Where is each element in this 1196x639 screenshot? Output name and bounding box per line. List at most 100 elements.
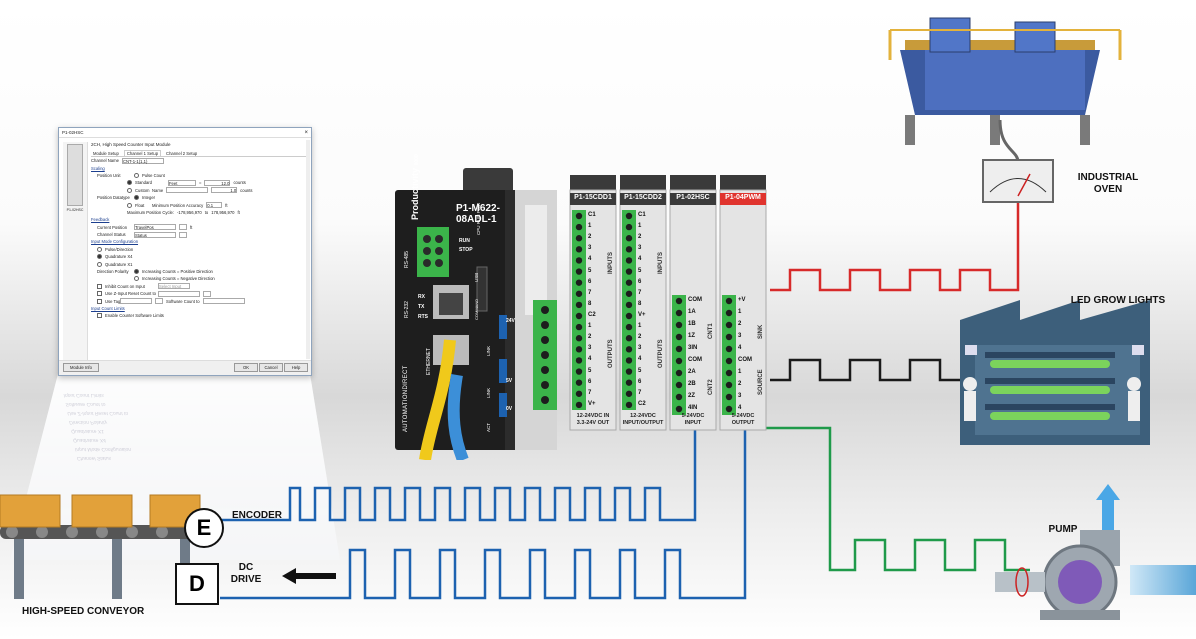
module-footer-line: 5-24VDC [731, 413, 755, 419]
module-header [570, 193, 616, 205]
led-run: RUN [476, 214, 481, 225]
custom-count-input[interactable]: 1.0 [211, 187, 238, 194]
terminal-screw [575, 379, 583, 386]
max-range-unit: ft [237, 209, 240, 215]
use-tag-checkbox[interactable] [97, 298, 102, 304]
cpu-act-label: ACT [486, 423, 491, 432]
pulse-count-radio[interactable] [134, 172, 139, 178]
reflection-row: Quadrature X4 [72, 437, 107, 443]
standard-label: Standard [135, 180, 152, 186]
reflection-row: Input Count Limits [62, 392, 105, 398]
current-position-unit: ft [190, 224, 193, 230]
terminal-label: 2 [588, 234, 592, 241]
use-tag-select[interactable] [120, 298, 152, 305]
terminal-label: 6 [638, 278, 642, 285]
channel-status-select[interactable]: Status [134, 231, 176, 238]
pin-rx: RX [418, 294, 425, 300]
terminal-screw [625, 368, 633, 375]
use-tag-browse-button[interactable] [155, 298, 163, 305]
close-icon[interactable]: × [304, 129, 308, 136]
quad4-label: Quadrature X4 [105, 254, 133, 260]
conveyor-label: HIGH-SPEED CONVEYOR [22, 606, 145, 617]
terminal-screw [725, 333, 733, 341]
terminal-screw [625, 379, 633, 386]
reflection-row: Direction Polarity [68, 419, 108, 425]
terminal-label: +V [738, 297, 746, 303]
accuracy-value: 0.1 [207, 203, 214, 209]
pulse-dir-radio[interactable] [97, 246, 102, 252]
standard-radio[interactable] [127, 180, 132, 186]
terminal-screw [725, 405, 733, 413]
software-count-input[interactable] [202, 298, 245, 305]
drive-label-line1: DC [238, 562, 254, 573]
grow-lights-label: LED GROW LIGHTS [1070, 295, 1166, 306]
cpu-link2-label: LINK [486, 387, 491, 398]
standard-counts-label: counts [233, 180, 246, 186]
pulse-dir-label: Pulse/Direction [105, 246, 134, 252]
cancel-button[interactable]: Cancel [259, 363, 283, 372]
module-header [720, 193, 766, 205]
quad4-radio[interactable] [97, 254, 102, 260]
module-image-panel: P1-02HSC [63, 142, 88, 364]
signal-line-pump [740, 426, 1030, 572]
polarity-positive-radio[interactable] [134, 269, 139, 275]
terminal-screw [575, 312, 583, 320]
terminal-screw [575, 246, 583, 253]
terminal-screw [675, 357, 683, 365]
accuracy-input[interactable]: 0.1 [206, 202, 223, 209]
switch-run: RUN [459, 238, 470, 244]
datatype-row: Position Datatype Integer [91, 194, 307, 201]
tab-module-setup[interactable]: Module Setup [93, 151, 119, 156]
use-z-input[interactable] [158, 290, 200, 297]
standard-count-input[interactable]: 12.0 [204, 179, 231, 186]
cpu-brand-vertical: Productivity 1000 [410, 154, 420, 220]
terminal-screw [575, 301, 583, 309]
standard-unit-select[interactable]: Feet [168, 179, 196, 186]
enable-limits-checkbox[interactable] [97, 313, 102, 319]
terminal-label: 4IN [688, 405, 698, 411]
tab-channel-2[interactable]: Channel 2 Setup [166, 151, 198, 156]
quad1-radio[interactable] [97, 261, 102, 267]
help-button[interactable]: Help [284, 363, 308, 372]
polarity-negative-radio[interactable] [134, 276, 139, 282]
custom-name-input[interactable] [166, 187, 209, 194]
terminal-screw [625, 212, 633, 220]
terminal-label: 1 [588, 223, 592, 230]
channel-name-input[interactable]: CNT-1-1(1,1) [121, 157, 164, 164]
current-position-browse-button[interactable] [179, 224, 187, 231]
inhibit-select-value: Select Input [159, 284, 182, 290]
run-switch-labels: RUN STOP [459, 237, 473, 255]
quad4-row: Quadrature X4 [91, 253, 307, 260]
inhibit-select[interactable]: Select Input [158, 283, 190, 290]
max-range-label: Maximum Position Cycle: [127, 209, 175, 215]
terminal-label: 1 [588, 323, 592, 330]
terminal-label: C1 [588, 212, 596, 218]
terminal-label: 2 [638, 234, 642, 241]
tab-channel-1[interactable]: Channel 1 Setup [123, 150, 162, 156]
channel-status-browse-button[interactable] [179, 231, 187, 238]
terminal-label: 2B [688, 381, 696, 387]
use-z-checkbox[interactable] [97, 291, 102, 297]
inhibit-checkbox[interactable] [97, 283, 102, 289]
float-radio[interactable] [127, 202, 132, 208]
feedback-heading: Feedback [91, 217, 110, 223]
integer-radio[interactable] [134, 195, 139, 201]
use-z-browse-button[interactable] [203, 290, 211, 297]
cpu-link-label: LINK [486, 345, 491, 356]
custom-radio[interactable] [127, 187, 132, 193]
current-position-select[interactable]: TravelPos [134, 224, 176, 231]
dialog-scrollbar[interactable] [306, 140, 310, 359]
ok-button[interactable]: OK [234, 363, 258, 372]
accuracy-unit: ft [225, 202, 228, 208]
terminal-screw [625, 290, 633, 297]
cpu-brand-bottom: AUTOMATIONDIRECT [403, 365, 409, 432]
terminal-screw [625, 257, 633, 264]
terminal-label: 7 [588, 389, 592, 396]
pulse-dir-row: Pulse/Direction [91, 246, 307, 253]
channel-status-label: Channel Status [97, 232, 126, 238]
terminal-screw [625, 335, 633, 342]
max-range-lo: -178,956,970 [177, 209, 202, 215]
dialog-body: 2CH, High Speed Counter Input Module Mod… [91, 140, 307, 357]
terminal-screw [575, 268, 583, 275]
module-info-button[interactable]: Module Info [63, 363, 99, 372]
